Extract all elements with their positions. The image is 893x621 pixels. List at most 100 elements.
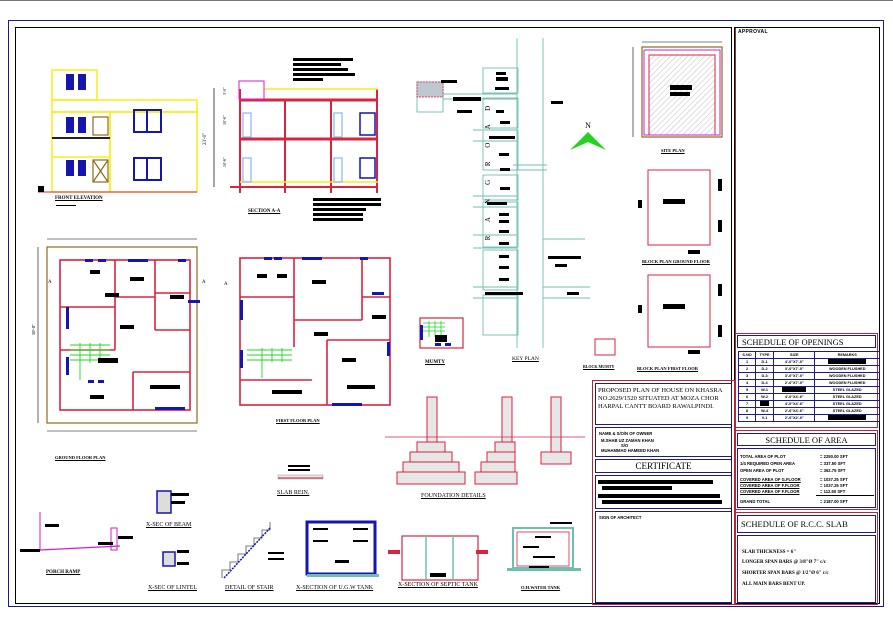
area-value: = 1037.25 SFT bbox=[820, 483, 848, 488]
title-panel bbox=[734, 27, 880, 604]
section-marker: A bbox=[48, 280, 52, 285]
ground-floor-plan-caption: GROUND FLOOR PLAN bbox=[55, 455, 106, 460]
block-plan-first-drawing bbox=[638, 274, 722, 354]
slab-spec-line: LONGER SPAN BARS @ 3/8"Ø 7" c/c bbox=[742, 560, 827, 565]
schedule-openings-title: SCHEDULE OF OPENINGS bbox=[742, 337, 844, 347]
owner-relation: S/O bbox=[621, 443, 629, 448]
area-value: = 362.75 SFT bbox=[820, 468, 846, 473]
cell: 9 bbox=[737, 414, 757, 422]
sheet-outer-border bbox=[8, 20, 884, 607]
column-header: SIZE bbox=[773, 351, 816, 359]
xsec-septic-caption: X-SECTION OF SEPTIC TANK bbox=[398, 582, 478, 588]
area-label: GRAND TOTAL bbox=[740, 499, 771, 504]
approval-label: APPROVAL bbox=[738, 29, 768, 35]
schedule-openings-header: SCHEDULE OF OPENINGS bbox=[737, 335, 876, 348]
redacted-text bbox=[602, 486, 672, 490]
site-plan-drawing bbox=[632, 41, 723, 138]
schedule-slab-title: SCHEDULE OF R.C.C. SLAB bbox=[741, 519, 848, 529]
area-label: COVERED AREA OF F.FLOOR bbox=[740, 489, 800, 494]
block-plan-first-caption: BLOCK PLAN FIRST FLOOR bbox=[637, 366, 699, 371]
first-floor-plan-caption: FIRST FLOOR PLAN bbox=[276, 418, 320, 423]
lintel-section-drawing bbox=[162, 550, 189, 567]
title-block bbox=[592, 380, 735, 605]
slab-rein-caption: SLAB REIN. bbox=[277, 490, 310, 496]
cell: 4'-0"X4'-6" bbox=[773, 400, 816, 408]
block-plan-ground-caption: BLOCK PLAN GROUND FLOOR bbox=[642, 259, 710, 264]
xsec-beam-caption: X-SEC OF BEAM bbox=[146, 522, 192, 528]
xsec-ugw-tank-caption: X-SECTION OF U.G.W TANK bbox=[296, 585, 374, 591]
cell-redacted bbox=[814, 358, 880, 366]
cell: STEEL GLAZED bbox=[814, 407, 880, 415]
area-label: OPEN AREA OF PLOT bbox=[740, 468, 784, 473]
slab-spec-line: SHORTER SPAN BARS @ 1/2"Ø 6" c/c bbox=[742, 571, 829, 576]
cell-redacted bbox=[755, 400, 775, 408]
cell: W-1 bbox=[755, 386, 775, 394]
cell: 4 bbox=[737, 379, 757, 387]
section-aa-drawing: 23'-0" 10'-6" 10'-6" 3'-0" bbox=[203, 58, 381, 221]
total-rule bbox=[816, 495, 874, 496]
column-header: TYPE bbox=[755, 351, 775, 359]
owner-label: NAME & S/O/N OF OWNER bbox=[599, 431, 653, 436]
mumty-caption: MUMTY bbox=[425, 360, 445, 365]
cell: V-1 bbox=[755, 414, 775, 422]
table-row: 7 4'-0"X4'-6"STEEL GLAZED bbox=[737, 400, 880, 408]
oh-water-tank-caption: O.H.WATER TANK bbox=[521, 585, 561, 590]
cell: 4'-0"X7'-0" bbox=[773, 358, 816, 366]
cell: 6 bbox=[737, 393, 757, 401]
parapet-height-label: 3'-0" bbox=[222, 87, 227, 95]
schedule-slab-body: SLAB THICKNESS = 6" LONGER SPAN BARS @ 3… bbox=[737, 535, 876, 603]
key-plan-drawing: R A N G R O A D bbox=[416, 38, 590, 348]
schedule-slab-panel bbox=[735, 512, 878, 605]
cell: 3'-0"X7'-0" bbox=[773, 372, 816, 380]
cell: D-1 bbox=[755, 358, 775, 366]
column-header: S.NO bbox=[737, 351, 757, 359]
cell: 5 bbox=[737, 386, 757, 394]
cell: D-4 bbox=[755, 379, 775, 387]
cell: 3 bbox=[737, 372, 757, 380]
area-value: = 112.50 SFT bbox=[820, 489, 846, 494]
redacted-text bbox=[602, 500, 722, 504]
foundation-details-drawing bbox=[385, 396, 585, 485]
area-value: = 2250.00 SFT bbox=[820, 454, 848, 459]
schedule-area-title: SCHEDULE OF AREA bbox=[765, 435, 848, 445]
redacted-text bbox=[598, 480, 713, 484]
section-aa-caption: SECTION A-A bbox=[248, 209, 281, 214]
mumty-drawing bbox=[419, 317, 464, 349]
cell: STEEL GLAZED bbox=[814, 393, 880, 401]
plot-depth-label: 50'-0" bbox=[31, 324, 36, 335]
septic-tank-drawing bbox=[388, 535, 488, 581]
slab-rein-drawing bbox=[277, 465, 324, 480]
certificate-body bbox=[595, 475, 732, 509]
cell: 2 bbox=[737, 365, 757, 373]
foundation-details-caption: FOUNDATION DETAILS bbox=[421, 493, 486, 499]
cell: D-2 bbox=[755, 365, 775, 373]
overall-height-label: 23'-0" bbox=[203, 133, 208, 145]
owner-name: M.SHAB UZ ZAMAN KHAN bbox=[601, 438, 654, 443]
ground-floor-plan-drawing: 50'-0" A A bbox=[31, 238, 206, 432]
area-label: COVERED AREA OF G.FLOOR bbox=[740, 477, 801, 482]
slab-spec-line: ALL MAIN BARS BENT UP. bbox=[742, 582, 806, 587]
area-label: TOTAL AREA OF PLOT bbox=[740, 454, 786, 459]
architect-sign-box: SIGN OF ARCHITECT bbox=[595, 511, 732, 603]
cell-redacted bbox=[773, 386, 816, 394]
cell: 7 bbox=[737, 400, 757, 408]
cell: STEEL GLAZED bbox=[814, 400, 880, 408]
site-plan-caption: SITE PLAN bbox=[661, 148, 685, 153]
schedule-slab-header: SCHEDULE OF R.C.C. SLAB bbox=[737, 515, 876, 533]
certificate-header: CERTIFICATE bbox=[595, 459, 732, 473]
detail-stair-caption: DETAIL OF STAIR bbox=[225, 585, 274, 591]
cell: 3'-0"X7'-0" bbox=[773, 365, 816, 373]
drawing-area-border bbox=[15, 27, 732, 604]
caption-scale-bar bbox=[56, 205, 76, 206]
block-plan-ground-drawing bbox=[638, 169, 722, 254]
owner-box: NAME & S/O/N OF OWNER M.SHAB UZ ZAMAN KH… bbox=[595, 427, 732, 457]
area-value: = 2187.00 SFT bbox=[820, 499, 848, 504]
front-elevation-drawing bbox=[38, 69, 198, 193]
cell: 1 bbox=[737, 358, 757, 366]
table-header-row: S.NO TYPE SIZE REMARKS bbox=[737, 351, 880, 359]
block-mumty-drawing bbox=[594, 338, 616, 356]
